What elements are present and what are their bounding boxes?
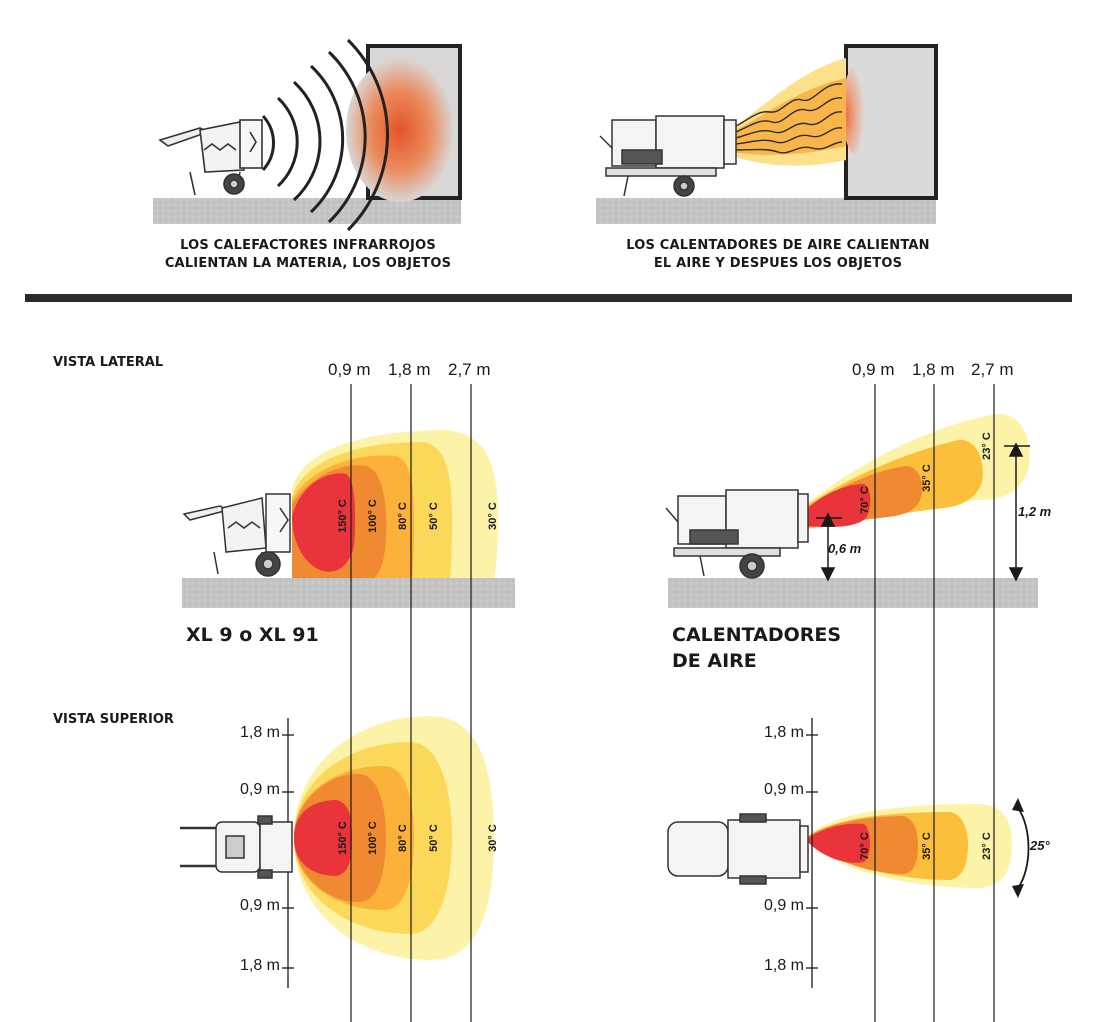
distance-label: 2,7 m bbox=[971, 360, 1014, 379]
distance-lines bbox=[350, 384, 995, 1022]
temp-label: 30° C bbox=[487, 824, 499, 852]
temp-label: 100° C bbox=[367, 821, 379, 855]
swing-angle-label: 25° bbox=[1029, 838, 1050, 853]
temp-label: 70° C bbox=[859, 832, 871, 860]
air-top-temp-labels: 70° C 35° C 23° C bbox=[859, 832, 993, 860]
swing-arrow bbox=[1017, 807, 1030, 889]
side-view-air: 0,6 m 1,2 m 70° C 35° C 23° C bbox=[665, 413, 1052, 608]
temp-label: 35° C bbox=[921, 832, 933, 860]
ground-strip bbox=[182, 578, 515, 608]
plume-height-label: 1,2 m bbox=[1018, 504, 1052, 519]
temp-label: 150° C bbox=[337, 499, 349, 533]
side-view-infrared: 150° C 100° C 80° C 50° C 30° C bbox=[182, 430, 515, 608]
temp-label: 30° C bbox=[487, 502, 499, 530]
swing-arrow-head-down bbox=[1012, 884, 1024, 898]
air-heater-top-icon bbox=[667, 813, 809, 885]
air-flow-lines bbox=[735, 83, 843, 154]
dimension-plume bbox=[1004, 442, 1030, 582]
temp-label: 23° C bbox=[981, 432, 993, 460]
label-line: CALENTADORES bbox=[672, 624, 842, 646]
label-line: DE AIRE bbox=[672, 650, 757, 672]
outlet-height-label: 0,6 m bbox=[828, 541, 862, 556]
temp-label: 23° C bbox=[981, 832, 993, 860]
distance-label: 1,8 m bbox=[912, 360, 955, 379]
temp-label: 80° C bbox=[397, 502, 409, 530]
distance-label: 0,9 m bbox=[852, 360, 895, 379]
infrared-heater-icon bbox=[158, 119, 263, 196]
temp-label: 50° C bbox=[428, 824, 440, 852]
zone-150c bbox=[292, 473, 356, 572]
section-divider bbox=[25, 294, 1072, 302]
swing-arrow-head-up bbox=[1012, 798, 1024, 812]
infrared-top-temp-labels: 150° C 100° C 80° C 50° C 30° C bbox=[337, 821, 499, 855]
tick-label: 0,9 m bbox=[239, 781, 280, 798]
distance-label: 0,9 m bbox=[328, 360, 371, 379]
infrared-waves bbox=[261, 38, 389, 232]
side-view-heading: VISTA LATERAL bbox=[53, 355, 164, 370]
tick-label: 1,8 m bbox=[763, 724, 804, 741]
caption-line: LOS CALENTADORES DE AIRE CALIENTAN bbox=[626, 238, 930, 253]
top-view-air: 25° 70° C 35° C 23° C bbox=[667, 718, 1050, 988]
ground-strip bbox=[153, 198, 461, 224]
caption-line: CALIENTAN LA MATERIA, LOS OBJETOS bbox=[164, 256, 452, 271]
infrared-heater-side-icon bbox=[182, 493, 291, 577]
caption-line: LOS CALEFACTORES INFRARROJOS bbox=[180, 238, 436, 253]
temp-label: 100° C bbox=[367, 499, 379, 533]
tick-label: 0,9 m bbox=[239, 897, 280, 914]
tick-label: 1,8 m bbox=[239, 957, 280, 974]
tick-label: 0,9 m bbox=[763, 897, 804, 914]
infrared-heater-top-icon bbox=[180, 815, 293, 879]
temp-label: 70° C bbox=[859, 486, 871, 514]
ground-strip bbox=[596, 198, 936, 224]
air-heater-illustration bbox=[596, 44, 938, 224]
air-heater-icon bbox=[599, 115, 737, 197]
tick-label: 1,8 m bbox=[239, 724, 280, 741]
tick-label: 1,8 m bbox=[763, 957, 804, 974]
air-caption: LOS CALENTADORES DE AIRE CALIENTAN EL AI… bbox=[598, 237, 958, 273]
top-view-infrared: 150° C 100° C 80° C 50° C 30° C bbox=[180, 716, 499, 988]
infrared-illustration bbox=[153, 38, 462, 232]
distance-label: 1,8 m bbox=[388, 360, 431, 379]
heat-glow bbox=[842, 64, 874, 156]
air-heater-side-icon bbox=[665, 489, 809, 579]
ground-strip bbox=[668, 578, 1038, 608]
temp-label: 150° C bbox=[337, 821, 349, 855]
zone-150c bbox=[294, 800, 352, 876]
top-view-axis bbox=[806, 718, 818, 988]
zone-70c bbox=[806, 484, 871, 528]
distance-label: 2,7 m bbox=[448, 360, 491, 379]
top-view-heading: VISTA SUPERIOR bbox=[53, 712, 174, 727]
air-heaters-label: CALENTADORES DE AIRE bbox=[672, 622, 841, 674]
temp-label: 50° C bbox=[428, 502, 440, 530]
infrared-model-label: XL 9 o XL 91 bbox=[186, 624, 319, 646]
tick-label: 0,9 m bbox=[763, 781, 804, 798]
temp-label: 35° C bbox=[921, 464, 933, 492]
air-temp-labels: 70° C 35° C 23° C bbox=[859, 432, 993, 514]
temp-label: 80° C bbox=[397, 824, 409, 852]
infrared-caption: LOS CALEFACTORES INFRARROJOS CALIENTAN L… bbox=[128, 237, 488, 273]
air-plume-inner bbox=[732, 78, 846, 155]
heat-glow bbox=[346, 58, 454, 202]
caption-line: EL AIRE Y DESPUES LOS OBJETOS bbox=[653, 256, 903, 271]
zone-70c bbox=[806, 823, 870, 863]
infrared-temp-labels: 150° C 100° C 80° C 50° C 30° C bbox=[337, 499, 499, 533]
dimension-outlet bbox=[816, 512, 842, 582]
